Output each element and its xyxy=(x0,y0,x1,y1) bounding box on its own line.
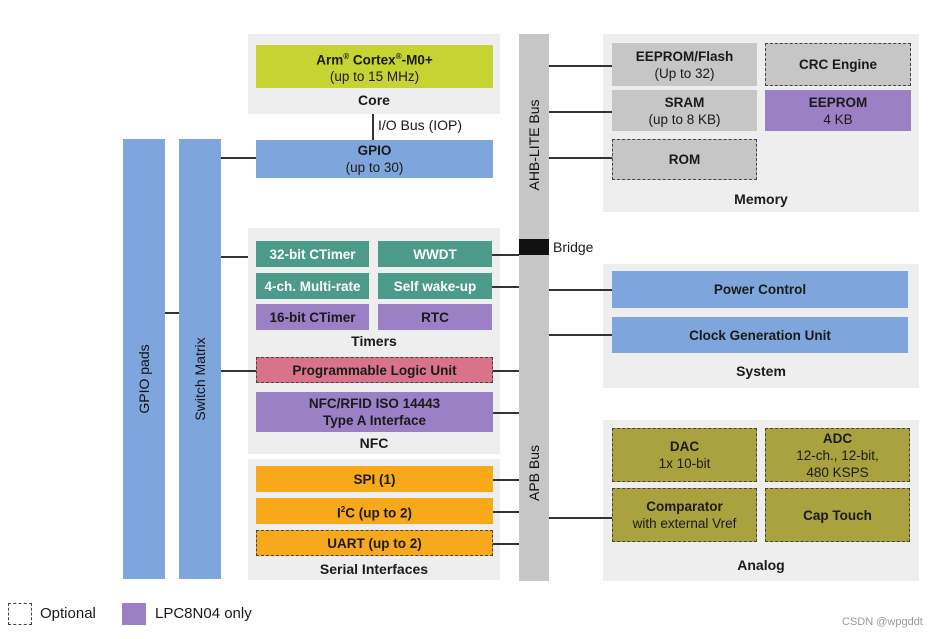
system-label: System xyxy=(736,363,786,379)
line-bus-rom xyxy=(549,157,612,159)
ctimer16-block: 16-bit CTimer xyxy=(256,304,369,330)
eeprom-flash-block: EEPROM/Flash (Up to 32) xyxy=(612,43,757,86)
eeprom-flash-subtitle: (Up to 32) xyxy=(654,65,715,81)
legend-lpc-swatch xyxy=(122,603,146,625)
spi-block: SPI (1) xyxy=(256,466,493,492)
dac-title: DAC xyxy=(669,439,700,454)
i2c-label: I2C (up to 2) xyxy=(337,504,412,521)
line-matrix-plu xyxy=(221,370,256,372)
sram-block: SRAM (up to 8 KB) xyxy=(612,90,757,131)
line-bus-comparator xyxy=(549,517,612,519)
ctimer32-block: 32-bit CTimer xyxy=(256,241,369,267)
switch-matrix xyxy=(179,139,221,579)
apb-bus xyxy=(519,255,549,581)
sram-subtitle: (up to 8 KB) xyxy=(648,111,721,127)
line-pads-matrix xyxy=(165,312,179,314)
eeprom-flash-title: EEPROM/Flash xyxy=(635,48,734,64)
legend-optional-label: Optional xyxy=(40,605,96,622)
selfwake-block: Self wake-up xyxy=(378,273,492,299)
i2c-block: I2C (up to 2) xyxy=(256,498,493,524)
nfc-label: NFC xyxy=(359,435,389,451)
rom-block: ROM xyxy=(612,139,757,180)
line-matrix-gpio xyxy=(221,157,256,159)
legend-optional-swatch xyxy=(8,603,32,625)
line-i2c-bus xyxy=(492,511,519,513)
line-bus-clock xyxy=(549,334,612,336)
memory-label: Memory xyxy=(734,191,788,207)
watermark: CSDN @wpgddt xyxy=(842,616,923,628)
wwdt-block: WWDT xyxy=(378,241,492,267)
nfc-line2: Type A Interface xyxy=(322,413,427,428)
gpio-pads xyxy=(123,139,165,579)
switch-matrix-label: Switch Matrix xyxy=(192,337,208,421)
gpio-title: GPIO xyxy=(357,143,392,158)
line-io-bus xyxy=(372,114,374,140)
core-label: Core xyxy=(358,92,390,108)
uart-block: UART (up to 2) xyxy=(256,530,493,556)
comparator-title: Comparator xyxy=(646,499,723,514)
line-bus-sram xyxy=(549,111,612,113)
comparator-block: Comparator with external Vref xyxy=(612,488,757,542)
eeprom-subtitle: 4 KB xyxy=(823,111,853,127)
cpu-block: Arm® Cortex®-M0+ (up to 15 MHz) xyxy=(256,45,493,88)
sram-title: SRAM xyxy=(664,94,705,110)
line-spi-bus xyxy=(492,479,519,481)
adc-block: ADC 12-ch., 12-bit, 480 KSPS xyxy=(765,428,910,482)
line-matrix-timers xyxy=(221,256,248,258)
line-bus-power xyxy=(549,289,612,291)
power-control-block: Power Control xyxy=(612,271,908,308)
plu-block: Programmable Logic Unit xyxy=(256,357,493,383)
line-wwdt-bus xyxy=(492,254,519,256)
dac-subtitle: 1x 10-bit xyxy=(658,456,711,471)
line-nfc-bus xyxy=(492,412,519,414)
adc-subtitle-2: 480 KSPS xyxy=(806,464,869,480)
bridge-block xyxy=(519,239,549,255)
eeprom-title: EEPROM xyxy=(808,94,868,110)
clock-generation-block: Clock Generation Unit xyxy=(612,317,908,353)
ahb-bus-label: AHB-LITE Bus xyxy=(526,99,542,191)
line-selfwake-bus xyxy=(492,286,519,288)
multirate-block: 4-ch. Multi-rate xyxy=(256,273,369,299)
bridge-label: Bridge xyxy=(553,239,594,255)
gpio-pads-label: GPIO pads xyxy=(136,344,152,414)
analog-label: Analog xyxy=(737,557,785,573)
eeprom-block: EEPROM 4 KB xyxy=(765,90,911,131)
crc-block: CRC Engine xyxy=(765,43,911,86)
nfc-block: NFC/RFID ISO 14443 Type A Interface xyxy=(256,392,493,432)
comparator-subtitle: with external Vref xyxy=(632,516,737,531)
cpu-title: Arm® Cortex®-M0+ xyxy=(316,51,433,68)
serial-label: Serial Interfaces xyxy=(319,561,429,577)
adc-title: ADC xyxy=(822,430,853,446)
timers-label: Timers xyxy=(351,333,397,349)
cap-touch-block: Cap Touch xyxy=(765,488,910,542)
apb-bus-label: APB Bus xyxy=(526,444,542,502)
gpio-block: GPIO (up to 30) xyxy=(256,140,493,178)
adc-subtitle-1: 12-ch., 12-bit, xyxy=(796,447,879,463)
line-uart-bus xyxy=(492,543,519,545)
gpio-subtitle: (up to 30) xyxy=(345,160,404,175)
line-plu-bus xyxy=(492,370,519,372)
line-bus-eepromflash xyxy=(549,65,612,67)
nfc-line1: NFC/RFID ISO 14443 xyxy=(308,396,441,411)
legend-lpc-label: LPC8N04 only xyxy=(155,605,252,622)
cpu-subtitle: (up to 15 MHz) xyxy=(329,69,420,85)
io-bus-label: I/O Bus (IOP) xyxy=(378,117,463,133)
ahb-bus xyxy=(519,34,549,239)
rtc-block: RTC xyxy=(378,304,492,330)
dac-block: DAC 1x 10-bit xyxy=(612,428,757,482)
